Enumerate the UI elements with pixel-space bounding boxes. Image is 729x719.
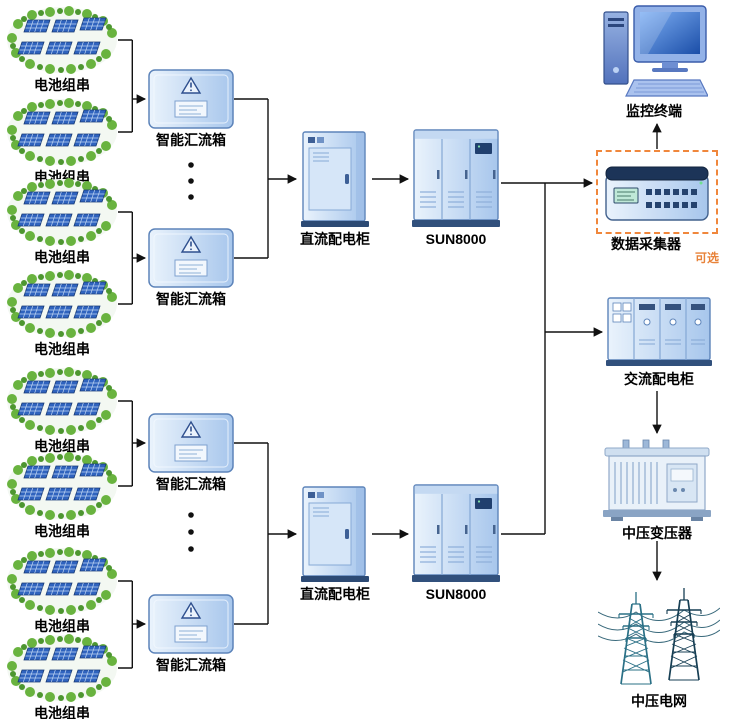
pv-string-3: 电池组串 (6, 178, 118, 265)
mv-transformer-label: 中压变压器 (622, 525, 692, 541)
pv-string-8: 电池组串 (6, 634, 118, 719)
mv-grid-label: 中压电网 (631, 693, 687, 709)
pv-string-4: 电池组串 (6, 270, 118, 357)
mv-transformer: 中压变压器 (601, 438, 713, 541)
ac-cabinet-label: 交流配电柜 (624, 371, 694, 387)
combiner-box-label: 智能汇流箱 (156, 132, 226, 148)
dc-cabinet-1: 直流配电柜 (300, 130, 370, 247)
data-collector-label: 数据采集器 (611, 236, 681, 252)
dc-cabinet-label: 直流配电柜 (300, 586, 370, 602)
data-collector-icon (604, 158, 710, 226)
inverter-1: SUN8000 (412, 128, 500, 247)
pv-array-icon (6, 6, 118, 74)
mv-grid: 中压电网 (598, 584, 720, 709)
optional-dashed-box (596, 150, 718, 234)
pv-string-label: 电池组串 (34, 341, 90, 357)
pv-array-icon (6, 98, 118, 166)
monitor-terminal: 监控终端 (600, 4, 708, 119)
pv-array-icon (6, 178, 118, 246)
combiner-box-label: 智能汇流箱 (156, 476, 226, 492)
inverter-label: SUN8000 (425, 231, 487, 247)
pv-string-label: 电池组串 (34, 249, 90, 265)
pv-string-2: 电池组串 (6, 98, 118, 185)
mv-grid-icon (598, 584, 720, 690)
pv-array-icon (6, 270, 118, 338)
combiner-box-2: 智能汇流箱 (148, 228, 234, 307)
combiner-box-icon (148, 69, 234, 129)
monitor-terminal-label: 监控终端 (626, 103, 682, 119)
combiner-box-label: 智能汇流箱 (156, 657, 226, 673)
dc-cabinet-label: 直流配电柜 (300, 231, 370, 247)
pv-array-icon (6, 547, 118, 615)
pv-string-6: 电池组串 (6, 452, 118, 539)
combiner-box-icon (148, 228, 234, 288)
ac-cabinet: 交流配电柜 (606, 296, 712, 387)
dc-cabinet-icon (300, 130, 370, 228)
pv-string-label: 电池组串 (34, 77, 90, 93)
mv-transformer-icon (601, 438, 713, 522)
inverter-2: SUN8000 (412, 483, 500, 602)
ellipsis-dots (188, 162, 194, 552)
inverter-label: SUN8000 (425, 586, 487, 602)
pv-string-label: 电池组串 (34, 618, 90, 634)
combiner-box-1: 智能汇流箱 (148, 69, 234, 148)
pv-string-1: 电池组串 (6, 6, 118, 93)
pv-array-icon (6, 367, 118, 435)
inverter-icon (412, 128, 500, 228)
combiner-box-4: 智能汇流箱 (148, 594, 234, 673)
combiner-box-icon (148, 413, 234, 473)
pv-array-icon (6, 634, 118, 702)
inverter-icon (412, 483, 500, 583)
dc-cabinet-2: 直流配电柜 (300, 485, 370, 602)
pv-string-7: 电池组串 (6, 547, 118, 634)
ac-cabinet-icon (606, 296, 712, 368)
combiner-box-icon (148, 594, 234, 654)
pv-string-5: 电池组串 (6, 367, 118, 454)
pv-string-label: 电池组串 (34, 705, 90, 719)
dc-cabinet-icon (300, 485, 370, 583)
pv-array-icon (6, 452, 118, 520)
combiner-box-label: 智能汇流箱 (156, 291, 226, 307)
monitor-terminal-icon (600, 4, 708, 100)
combiner-box-3: 智能汇流箱 (148, 413, 234, 492)
optional-note: 可选 (695, 251, 720, 265)
pv-string-label: 电池组串 (34, 523, 90, 539)
pv-string-label: 电池组串 (34, 438, 90, 454)
